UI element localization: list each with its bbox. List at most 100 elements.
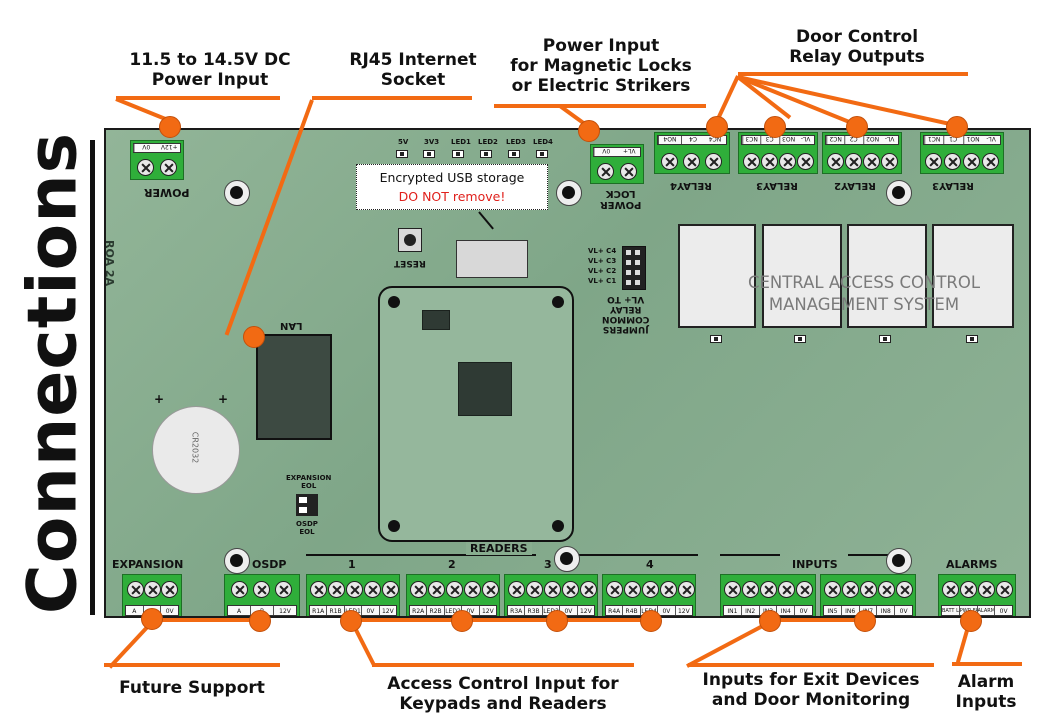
screw-icon	[705, 153, 722, 170]
brand-text: CENTRAL ACCESS CONTROL MANAGEMENT SYSTEM	[747, 273, 981, 314]
screw-icon	[761, 153, 778, 170]
reader-number: 3	[544, 558, 552, 571]
relay3-label: RELAY3	[756, 180, 798, 191]
callout-dot-icon	[960, 610, 982, 632]
screw-icon	[580, 581, 597, 598]
callout-line	[494, 104, 706, 108]
osdp-section-label: OSDP	[252, 558, 287, 571]
lan-label: LAN	[280, 320, 303, 331]
led-label: LED2	[478, 138, 498, 146]
alarms-terminal: BATT LOW PWR FAIL ALARM 0V	[938, 574, 1016, 616]
screw-icon	[683, 153, 700, 170]
mounting-hole-icon	[556, 180, 582, 206]
callout-dot-icon	[578, 120, 600, 142]
battery-plus: +	[154, 392, 165, 406]
screw-icon	[779, 153, 796, 170]
lan-socket	[256, 334, 332, 440]
screw-icon	[231, 581, 248, 598]
led4-icon	[536, 150, 548, 158]
callout-line	[116, 96, 280, 100]
relay4-led-icon	[710, 335, 722, 343]
relay2-terminal: NC2 C2 NO2 VL-	[822, 132, 902, 174]
callout-line	[770, 618, 866, 622]
callout-rj45: RJ45 Internet Socket	[349, 50, 477, 90]
sidebar-rule	[90, 140, 95, 615]
screw-icon	[742, 581, 759, 598]
lock-pin: VL+	[622, 148, 635, 154]
relay1-box	[932, 224, 1014, 328]
callout-dot-icon	[764, 116, 786, 138]
relay4-terminal: NO4 C4 NC4	[654, 132, 730, 174]
callout-line	[312, 96, 472, 100]
screw-icon	[678, 581, 695, 598]
lock-pin-strip: 0V VL+	[593, 147, 641, 157]
reset-label: RESET	[394, 258, 426, 268]
screw-icon	[144, 581, 161, 598]
module-chip	[422, 310, 450, 330]
callout-dot-icon	[706, 116, 728, 138]
eol-switch-top-label: EXPANSION EOL	[286, 474, 332, 490]
callout-dot-icon	[854, 610, 876, 632]
led-3v3-icon	[423, 150, 435, 158]
led-label: 5V	[398, 138, 409, 146]
screw-icon	[346, 581, 363, 598]
screw-icon	[127, 581, 144, 598]
relay2-box	[847, 224, 927, 328]
power-pin: 0V	[134, 144, 158, 152]
callout-dot-icon	[340, 610, 362, 632]
eol-switch-bottom-label: OSDP EOL	[296, 520, 318, 536]
power-pin-strip: 0V +12V	[133, 143, 181, 153]
screw-icon	[944, 153, 961, 170]
battery-model: CR2032	[190, 431, 200, 464]
screw-icon	[860, 581, 877, 598]
screw-icon	[960, 581, 977, 598]
screw-icon	[661, 153, 678, 170]
screw-icon	[620, 163, 637, 180]
screw-icon	[275, 581, 292, 598]
reader-number: 1	[348, 558, 356, 571]
callout-alarms: Alarm Inputs	[955, 672, 1017, 712]
screw-icon	[778, 581, 795, 598]
led-label: LED1	[451, 138, 471, 146]
callout-dot-icon	[159, 116, 181, 138]
screw-icon	[642, 581, 659, 598]
screw-icon	[797, 153, 814, 170]
screw-icon	[845, 153, 862, 170]
relay1-led-icon	[966, 335, 978, 343]
led-label: 3V3	[424, 138, 440, 146]
screw-icon	[482, 581, 499, 598]
screw-icon	[842, 581, 859, 598]
expansion-section-label: EXPANSION	[112, 558, 184, 571]
callout-line	[352, 618, 652, 622]
sidebar-title: Connections	[13, 131, 93, 615]
callout-line	[688, 663, 934, 667]
screw-icon	[508, 581, 525, 598]
screw-icon	[824, 581, 841, 598]
callout-lock-power: Power Input for Magnetic Locks or Electr…	[510, 36, 692, 96]
led3-icon	[508, 150, 520, 158]
callout-line	[104, 663, 280, 667]
battery-plus: +	[218, 392, 229, 406]
screw-icon	[410, 581, 427, 598]
relay4-label: RELAY4	[670, 180, 712, 191]
inputs-section-label: INPUTS	[792, 558, 838, 571]
sidebar-title-panel: Connections	[13, 128, 93, 618]
usb-storage-note: Encrypted USB storage DO NOT remove!	[356, 164, 548, 210]
power-terminal: 0V +12V	[130, 140, 184, 180]
screw-icon	[996, 581, 1013, 598]
reader2-terminal: R2A R2B LED2 0V 12V	[406, 574, 500, 616]
usb-note-warning: DO NOT remove!	[398, 189, 506, 204]
relay-common-jumpers-icon	[622, 246, 646, 290]
lock-pin: 0V	[594, 148, 618, 156]
screw-icon	[942, 581, 959, 598]
callout-dot-icon	[640, 610, 662, 632]
screw-icon	[328, 581, 345, 598]
led2-icon	[480, 150, 492, 158]
led-label: LED4	[533, 138, 553, 146]
callout-dot-icon	[546, 610, 568, 632]
screw-icon	[446, 581, 463, 598]
screw-icon	[743, 153, 760, 170]
screw-icon	[982, 153, 999, 170]
screw-icon	[382, 581, 399, 598]
readers-section-label: READERS	[466, 542, 532, 555]
